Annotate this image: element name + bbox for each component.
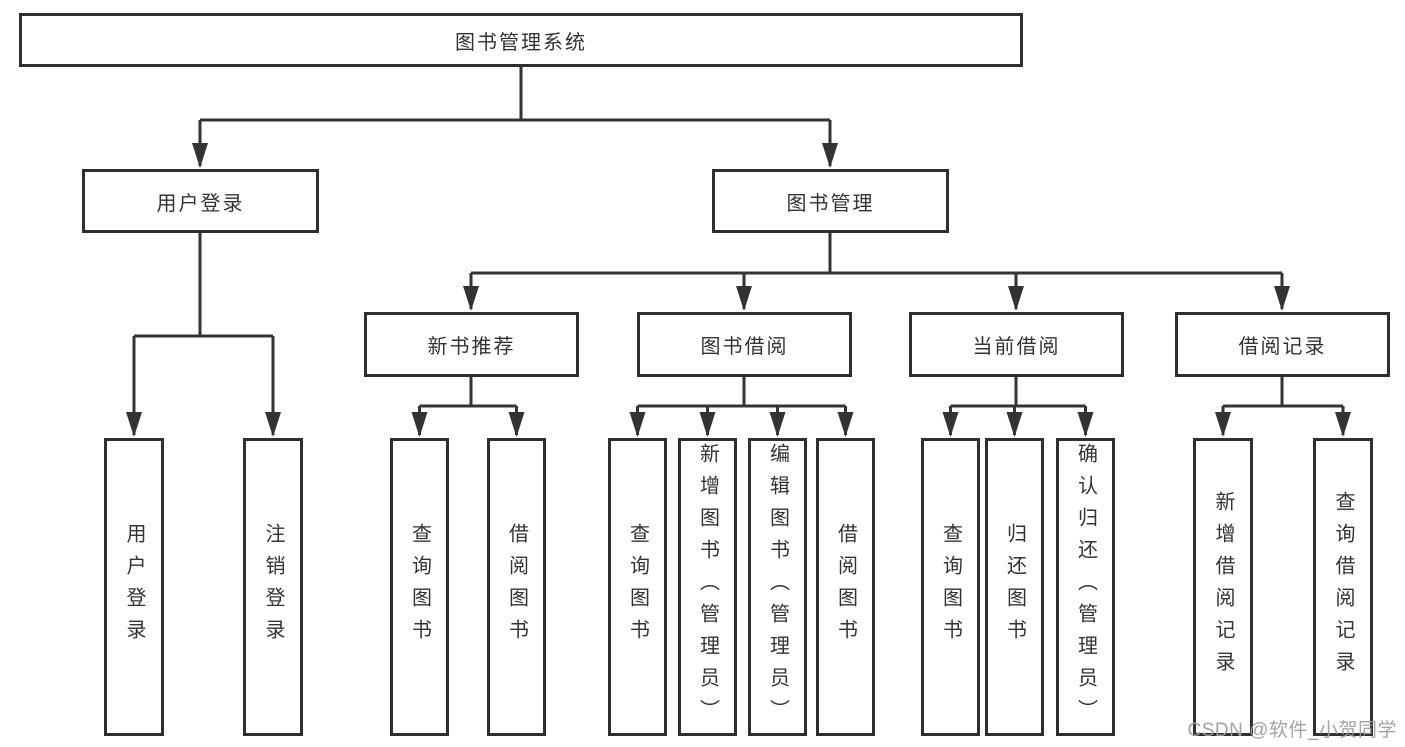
- leaf-newbooks-query-label: 查询图书: [408, 523, 431, 651]
- leaf-current-query: 查询图书: [921, 438, 980, 736]
- leaf-newbooks-borrow: 借阅图书: [487, 438, 546, 736]
- leaf-records-add-label: 新增借阅记录: [1212, 491, 1234, 683]
- leaf-borrow-add: 新增图书（管理员）: [678, 438, 737, 736]
- watermark: CSDN @软件_小贺同学: [1187, 720, 1397, 741]
- leaf-current-return: 归还图书: [985, 438, 1044, 736]
- leaf-current-confirm-return-label: 确认归还（管理员）: [1074, 443, 1097, 731]
- connector-lines: [132, 67, 1345, 435]
- leaf-borrow-edit-label: 编辑图书（管理员）: [766, 443, 789, 731]
- leaf-records-query-label: 查询借阅记录: [1332, 491, 1354, 683]
- node-new-book-recommend: 新书推荐: [364, 312, 579, 377]
- connector-arrowheads: [126, 143, 1351, 437]
- leaf-borrow-query: 查询图书: [608, 438, 667, 736]
- leaf-records-query: 查询借阅记录: [1313, 438, 1373, 736]
- leaf-logout-label: 注销登录: [262, 523, 284, 651]
- leaf-current-confirm-return: 确认归还（管理员）: [1056, 438, 1115, 736]
- leaf-records-add: 新增借阅记录: [1193, 438, 1253, 736]
- leaf-borrow-add-label: 新增图书（管理员）: [696, 443, 719, 731]
- leaf-borrow-edit: 编辑图书（管理员）: [748, 438, 807, 736]
- node-book-management: 图书管理: [712, 169, 949, 233]
- node-current-borrow: 当前借阅: [909, 312, 1124, 377]
- leaf-newbooks-query: 查询图书: [390, 438, 449, 736]
- leaf-current-return-label: 归还图书: [1003, 523, 1026, 651]
- leaf-newbooks-borrow-label: 借阅图书: [505, 523, 528, 651]
- leaf-current-query-label: 查询图书: [939, 523, 962, 651]
- leaf-user-login-label: 用户登录: [123, 523, 145, 651]
- node-root: 图书管理系统: [19, 13, 1023, 67]
- leaf-logout: 注销登录: [243, 438, 303, 736]
- leaf-borrow-borrow-label: 借阅图书: [834, 523, 857, 651]
- node-borrow-records: 借阅记录: [1175, 312, 1390, 377]
- node-user-login: 用户登录: [82, 169, 319, 233]
- node-book-borrow: 图书借阅: [637, 312, 852, 377]
- leaf-user-login: 用户登录: [104, 438, 164, 736]
- leaf-borrow-borrow: 借阅图书: [816, 438, 875, 736]
- leaf-borrow-query-label: 查询图书: [626, 523, 649, 651]
